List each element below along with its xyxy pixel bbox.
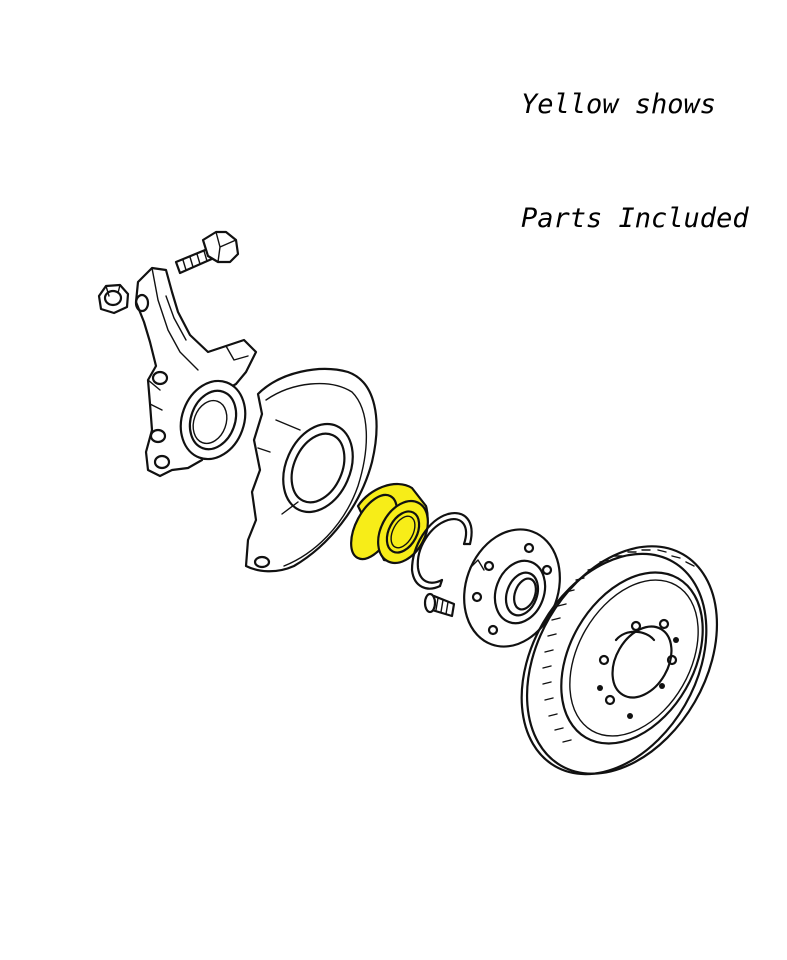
nut [97, 283, 130, 315]
hub-bolt [423, 592, 456, 618]
brake-rotor [520, 545, 719, 776]
caption: Yellow shows Parts Included [521, 10, 749, 276]
dust-shield [244, 367, 378, 573]
bolt [174, 230, 240, 275]
wheel-hub [463, 528, 561, 648]
snap-ring [410, 512, 473, 590]
wheel-bearing [350, 483, 429, 565]
caption-line-2: Parts Included [521, 203, 749, 234]
caption-line-1: Yellow shows [521, 89, 717, 120]
steering-knuckle [134, 266, 258, 478]
